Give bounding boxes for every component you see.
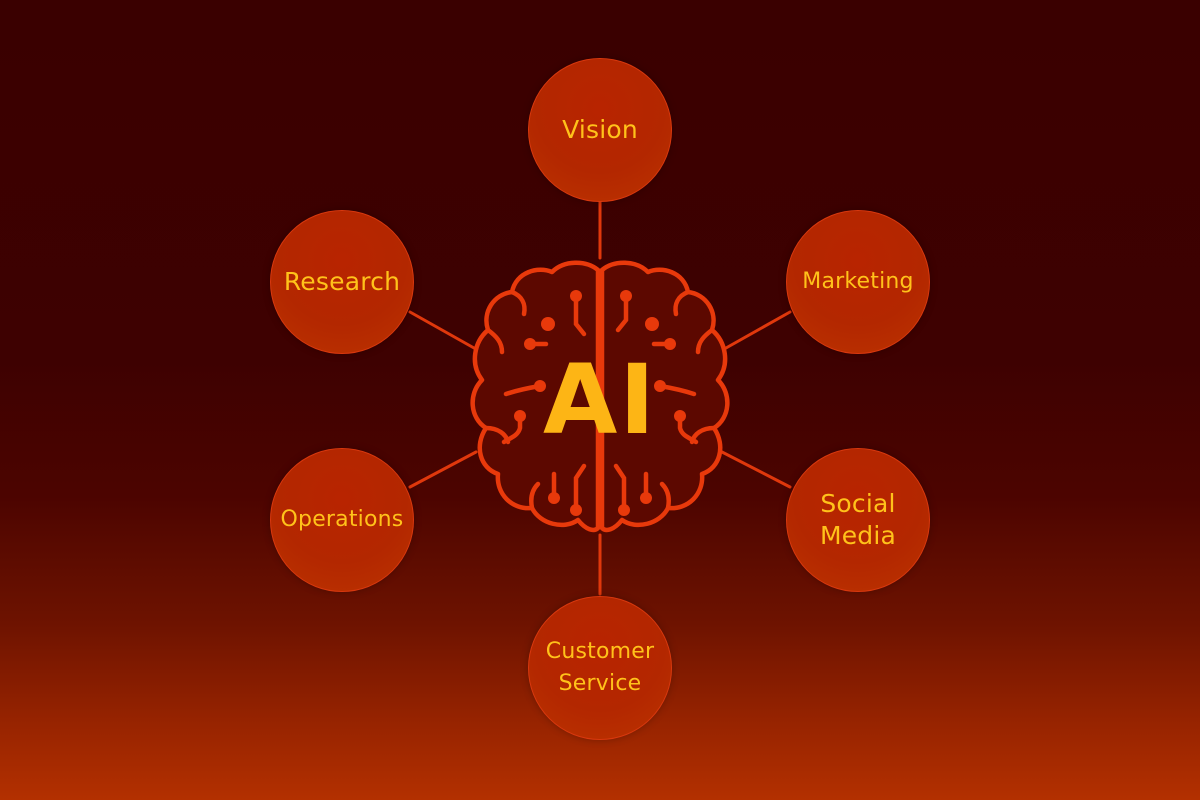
node-social-media-label-1: Social [820, 489, 896, 518]
node-marketing-label: Marketing [802, 269, 914, 294]
node-operations-label: Operations [280, 507, 404, 532]
node-operations: Operations [270, 448, 414, 592]
connector-marketing [724, 310, 792, 350]
node-vision: Vision [528, 58, 672, 202]
node-customer-service: Customer Service [528, 596, 672, 740]
connector-operations [408, 450, 478, 489]
center-brain: AI [466, 252, 734, 542]
node-customer-service-label-2: Service [558, 671, 642, 696]
node-research-label: Research [283, 267, 401, 296]
node-social-media-label-2: Media [819, 521, 897, 550]
node-research: Research [270, 210, 414, 354]
node-social-media: Social Media [786, 448, 930, 592]
node-customer-service-label-1: Customer [545, 639, 655, 664]
node-vision-label: Vision [562, 115, 638, 144]
connector-social-media [720, 450, 792, 489]
brain-circuit-icon [470, 260, 730, 533]
node-marketing: Marketing [786, 210, 930, 354]
ai-label: AI [542, 344, 657, 456]
connector-research [408, 310, 476, 350]
